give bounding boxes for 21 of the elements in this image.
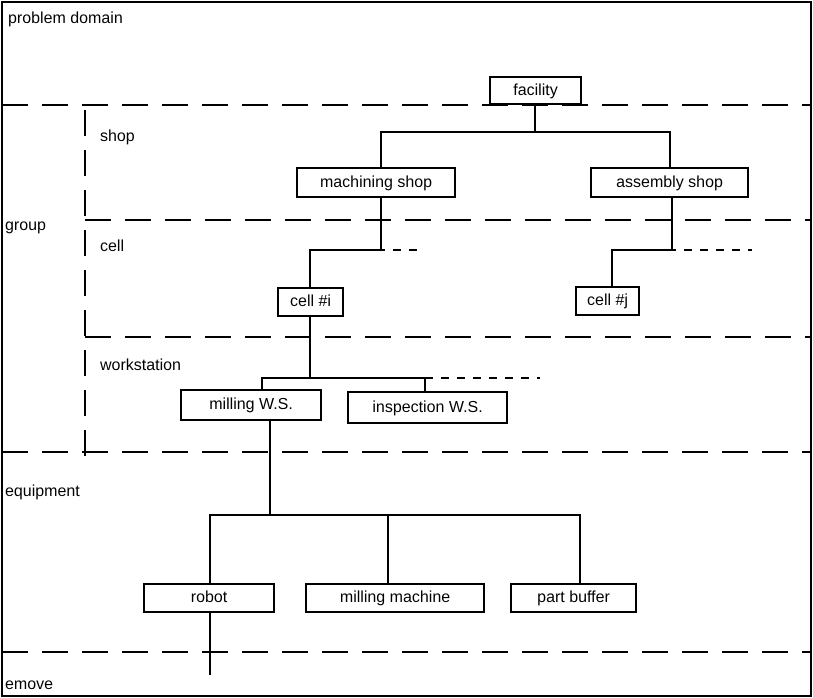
- connector-line: [534, 105, 671, 167]
- level-label: cell: [100, 238, 124, 256]
- connector-line: [209, 613, 211, 675]
- hierarchy-box: assembly shop: [590, 167, 749, 198]
- level-label: shop: [100, 128, 135, 146]
- hierarchy-box: cell #i: [277, 287, 344, 317]
- hierarchy-box: cell #j: [575, 286, 640, 316]
- hierarchy-box: inspection W.S.: [347, 391, 508, 424]
- hierarchy-box: milling W.S.: [180, 389, 322, 421]
- hierarchy-box: milling machine: [305, 583, 485, 613]
- connector-line: [309, 198, 382, 287]
- hierarchy-box: facility: [489, 76, 582, 105]
- hierarchy-box: robot: [143, 583, 275, 613]
- hierarchy-box: part buffer: [510, 583, 637, 613]
- level-label: problem domain: [8, 10, 123, 28]
- level-label: equipment: [5, 483, 80, 501]
- connector-line: [611, 198, 673, 286]
- level-label: emove: [5, 676, 54, 694]
- hierarchy-box: machining shop: [296, 167, 456, 198]
- level-label: group: [5, 217, 46, 235]
- level-label: workstation: [100, 357, 181, 375]
